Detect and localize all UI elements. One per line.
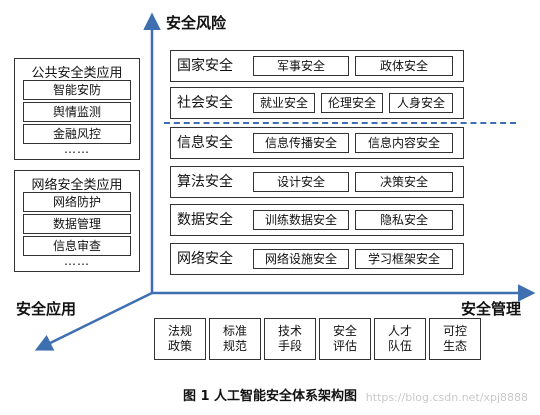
management-box: 技术 手段 bbox=[264, 318, 316, 360]
risk-item: 信息传播安全 bbox=[253, 133, 349, 153]
management-box: 人才 队伍 bbox=[374, 318, 426, 360]
network-apps-group: 网络安全类应用 网络防护 数据管理 信息审查 …… bbox=[14, 170, 140, 272]
risk-row-title: 网络安全 bbox=[177, 251, 233, 267]
risk-item: 学习框架安全 bbox=[355, 249, 453, 269]
risk-item: 网络设施安全 bbox=[253, 249, 349, 269]
risk-row-social: 社会安全 就业安全 伦理安全 人身安全 bbox=[170, 87, 464, 119]
network-apps-title: 网络安全类应用 bbox=[31, 178, 123, 193]
risk-item: 军事安全 bbox=[253, 56, 349, 76]
risk-item: 伦理安全 bbox=[321, 93, 383, 113]
risk-row-national: 国家安全 军事安全 政体安全 bbox=[170, 50, 464, 82]
risk-item: 决策安全 bbox=[355, 172, 453, 192]
risk-row-network: 网络安全 网络设施安全 学习框架安全 bbox=[170, 243, 464, 275]
management-line: 生态 bbox=[442, 339, 467, 353]
management-box: 标准 规范 bbox=[209, 318, 261, 360]
management-box: 法规 政策 bbox=[154, 318, 206, 360]
management-line: 评估 bbox=[332, 339, 357, 353]
risk-row-title: 社会安全 bbox=[177, 95, 233, 111]
public-apps-group: 公共安全类应用 智能安防 舆情监测 金融风控 …… bbox=[14, 58, 140, 160]
management-line: 队伍 bbox=[387, 339, 412, 353]
management-line: 法规 bbox=[167, 324, 192, 338]
management-line: 可控 bbox=[442, 324, 467, 338]
public-app-item: 智能安防 bbox=[23, 80, 131, 100]
risk-row-title: 国家安全 bbox=[177, 58, 233, 74]
risk-row-title: 算法安全 bbox=[177, 174, 233, 190]
risk-row-title: 数据安全 bbox=[177, 212, 233, 228]
network-apps-more: …… bbox=[64, 254, 90, 268]
management-box: 可控 生态 bbox=[429, 318, 481, 360]
x-axis-label: 安全管理 bbox=[461, 300, 522, 318]
figure-caption: 图 1 人工智能安全体系架构图 bbox=[182, 389, 358, 404]
risk-item: 就业安全 bbox=[253, 93, 315, 113]
risk-row-data: 数据安全 训练数据安全 隐私安全 bbox=[170, 204, 464, 236]
risk-row-title: 信息安全 bbox=[177, 135, 233, 151]
risk-item: 信息内容安全 bbox=[355, 133, 453, 153]
management-line: 规范 bbox=[222, 339, 247, 353]
diag-axis-label: 安全应用 bbox=[16, 300, 77, 318]
dashed-divider bbox=[164, 122, 516, 124]
management-box: 安全 评估 bbox=[319, 318, 371, 360]
risk-item: 训练数据安全 bbox=[253, 210, 349, 230]
public-app-item: 金融风控 bbox=[23, 124, 131, 144]
management-line: 标准 bbox=[222, 324, 247, 338]
network-app-item: 信息审查 bbox=[23, 236, 131, 256]
risk-row-information: 信息安全 信息传播安全 信息内容安全 bbox=[170, 127, 464, 159]
risk-row-algorithm: 算法安全 设计安全 决策安全 bbox=[170, 166, 464, 198]
network-app-item: 数据管理 bbox=[23, 214, 131, 234]
management-line: 安全 bbox=[332, 324, 357, 338]
public-app-item: 舆情监测 bbox=[23, 102, 131, 122]
risk-item: 隐私安全 bbox=[355, 210, 453, 230]
diag-axis-line bbox=[34, 291, 153, 351]
network-app-item: 网络防护 bbox=[23, 192, 131, 212]
y-axis-label: 安全风险 bbox=[166, 14, 227, 32]
risk-item: 政体安全 bbox=[355, 56, 453, 76]
watermark-text: https://blog.csdn.net/xpj8888 bbox=[365, 391, 528, 404]
management-line: 人才 bbox=[387, 324, 412, 338]
public-apps-title: 公共安全类应用 bbox=[31, 66, 123, 81]
risk-item: 设计安全 bbox=[253, 172, 349, 192]
management-line: 手段 bbox=[277, 339, 302, 353]
public-apps-more: …… bbox=[64, 142, 90, 156]
risk-item: 人身安全 bbox=[389, 93, 453, 113]
management-line: 技术 bbox=[277, 324, 302, 338]
management-line: 政策 bbox=[167, 339, 192, 353]
